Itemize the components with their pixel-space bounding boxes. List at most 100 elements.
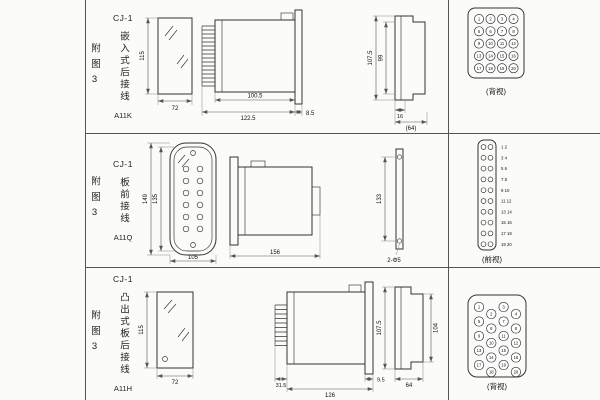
mounting-hole <box>396 154 403 160</box>
table-divider-row2 <box>85 267 600 268</box>
terminal-dot-pattern <box>182 165 204 233</box>
terminal-hole <box>480 144 487 150</box>
terminal-hole <box>510 308 521 320</box>
front-view-drawing: 115 72 <box>140 17 193 112</box>
terminal-hole <box>487 176 494 183</box>
terminal-hole <box>486 352 497 363</box>
table-divider-terminal-column <box>448 0 449 400</box>
relay-body-outline <box>214 19 296 93</box>
relay-body-outline <box>237 166 313 236</box>
terminal-number: 5 6 <box>501 166 508 171</box>
installation-drawings-a11h: 115 72 9.5 31.5 <box>139 281 440 399</box>
installation-drawings-a11k: 115 72 100.5 122.5 <box>140 9 428 132</box>
terminal-number: 16 <box>511 53 516 58</box>
table-divider-row1 <box>85 133 600 134</box>
relay-type-block: CJ-1 凸出式板后接线 A11H <box>104 267 142 400</box>
terminal-hole <box>473 330 485 342</box>
terminal-number: 6 <box>489 29 492 34</box>
terminal-hole <box>486 337 497 349</box>
terminal-number: 13 <box>477 348 482 353</box>
terminal-number: 5 <box>478 319 481 324</box>
terminal-number: 12 <box>514 341 519 346</box>
terminal-hole <box>497 14 507 24</box>
model-label: CJ-1 <box>113 13 133 23</box>
code-label: A11H <box>113 384 133 393</box>
dim-hole-spacing: 133 <box>377 193 383 204</box>
dim-body-length: 100.5 <box>247 94 263 100</box>
terminal-hole <box>480 176 487 183</box>
terminal-hole <box>508 26 519 37</box>
terminal-hole <box>480 165 487 172</box>
plate-outline <box>169 142 217 256</box>
terminal-number: 9 10 <box>501 188 510 193</box>
terminal-number: 13 <box>477 53 482 58</box>
terminal-number: 8 <box>512 29 515 34</box>
terminal-number: 1 <box>478 17 481 22</box>
terminal-hole <box>480 241 487 247</box>
latch-tab <box>348 284 362 293</box>
side-view-drawing: 100.5 122.5 8.5 <box>201 9 315 122</box>
dim-body-length: 126 <box>325 393 336 399</box>
dim-plate-width: 105 <box>188 255 199 261</box>
terminal-number: 6 <box>490 326 493 331</box>
relay-type-block: CJ-1 嵌入式后接线 A11K <box>104 0 142 133</box>
dim-cutout-width-ref: (64) <box>406 126 417 132</box>
latch-tab <box>280 12 294 21</box>
terminal-number: 16 <box>514 355 519 360</box>
terminal-hole <box>480 230 487 237</box>
dim-front-height: 115 <box>140 51 146 61</box>
view-label: (前视) <box>482 254 502 264</box>
terminal-number: 11 12 <box>501 199 512 204</box>
terminal-hole <box>473 359 485 371</box>
terminal-number: 7 8 <box>501 177 508 182</box>
terminal-hole <box>510 323 521 334</box>
terminal-number: 19 <box>500 66 505 71</box>
terminal-hole <box>497 26 507 37</box>
terminal-number: 4 <box>515 312 518 317</box>
mounting-flange <box>364 281 374 375</box>
glass-hatch-marks <box>164 25 189 69</box>
terminal-hole <box>480 219 487 226</box>
figure-number-text: 附图3 <box>89 42 100 91</box>
terminal-hole <box>473 301 485 313</box>
front-plate-drawing: 149 135 105 <box>143 142 217 264</box>
terminal-hole <box>510 352 521 363</box>
terminal-hole <box>485 14 496 24</box>
terminal-hole <box>487 209 494 215</box>
plate-inner-outline <box>173 146 213 252</box>
terminal-number: 1 2 <box>501 145 508 150</box>
terminal-number: 14 <box>488 53 493 58</box>
mounting-hole <box>190 150 196 156</box>
terminal-number: 3 <box>502 305 505 310</box>
dim-flange-depth: 8.5 <box>306 111 315 117</box>
dim-body-length: 156 <box>270 250 281 256</box>
terminal-hole <box>486 323 497 334</box>
terminal-number: 11 <box>500 41 505 46</box>
cutout-outline <box>394 286 424 370</box>
terminal-hole <box>487 165 494 172</box>
glass-hatch-marks <box>177 154 190 168</box>
dim-cutout-step: 16 <box>397 114 403 120</box>
side-view-drawing: 156 <box>229 156 321 259</box>
terminal-block-outline <box>467 294 527 378</box>
terminal-number: 3 4 <box>501 155 508 160</box>
relay-body-outline <box>286 291 366 365</box>
terminal-hole <box>508 14 519 24</box>
cutout-outline <box>394 15 426 101</box>
terminal-number: 3 <box>501 17 504 22</box>
mounting-hole <box>190 242 196 248</box>
dim-cutout-height-inner: 104 <box>434 322 440 333</box>
terminal-number: 7 <box>502 319 505 324</box>
terminal-hole <box>498 345 509 356</box>
code-label: A11K <box>114 111 132 120</box>
mount-type-label: 板前接线 <box>118 176 129 225</box>
terminal-hole <box>497 50 507 61</box>
panel-cutout-drawing: 107.5 104 64 <box>377 286 440 389</box>
terminal-hole <box>487 144 494 150</box>
glass-hatch-marks <box>163 299 190 342</box>
view-label: (背视) <box>487 381 507 391</box>
